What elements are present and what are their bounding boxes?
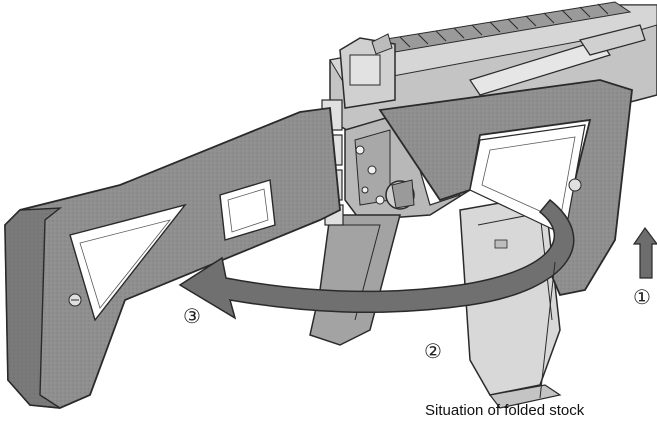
folded-stock-caption: Situation of folded stock (425, 402, 585, 419)
caption-leader-line (539, 261, 556, 399)
upward-arrow (632, 226, 657, 279)
step-marker-1: ① (633, 287, 651, 309)
top-rail (378, 1, 632, 53)
selector-lever (385, 179, 415, 210)
rear-sight (339, 33, 396, 109)
pistol-grip (309, 214, 401, 346)
step-marker-2: ② (424, 341, 442, 363)
rotation-arrow (178, 198, 575, 320)
extended-stock (4, 106, 341, 409)
step-marker-3: ③ (183, 306, 201, 328)
